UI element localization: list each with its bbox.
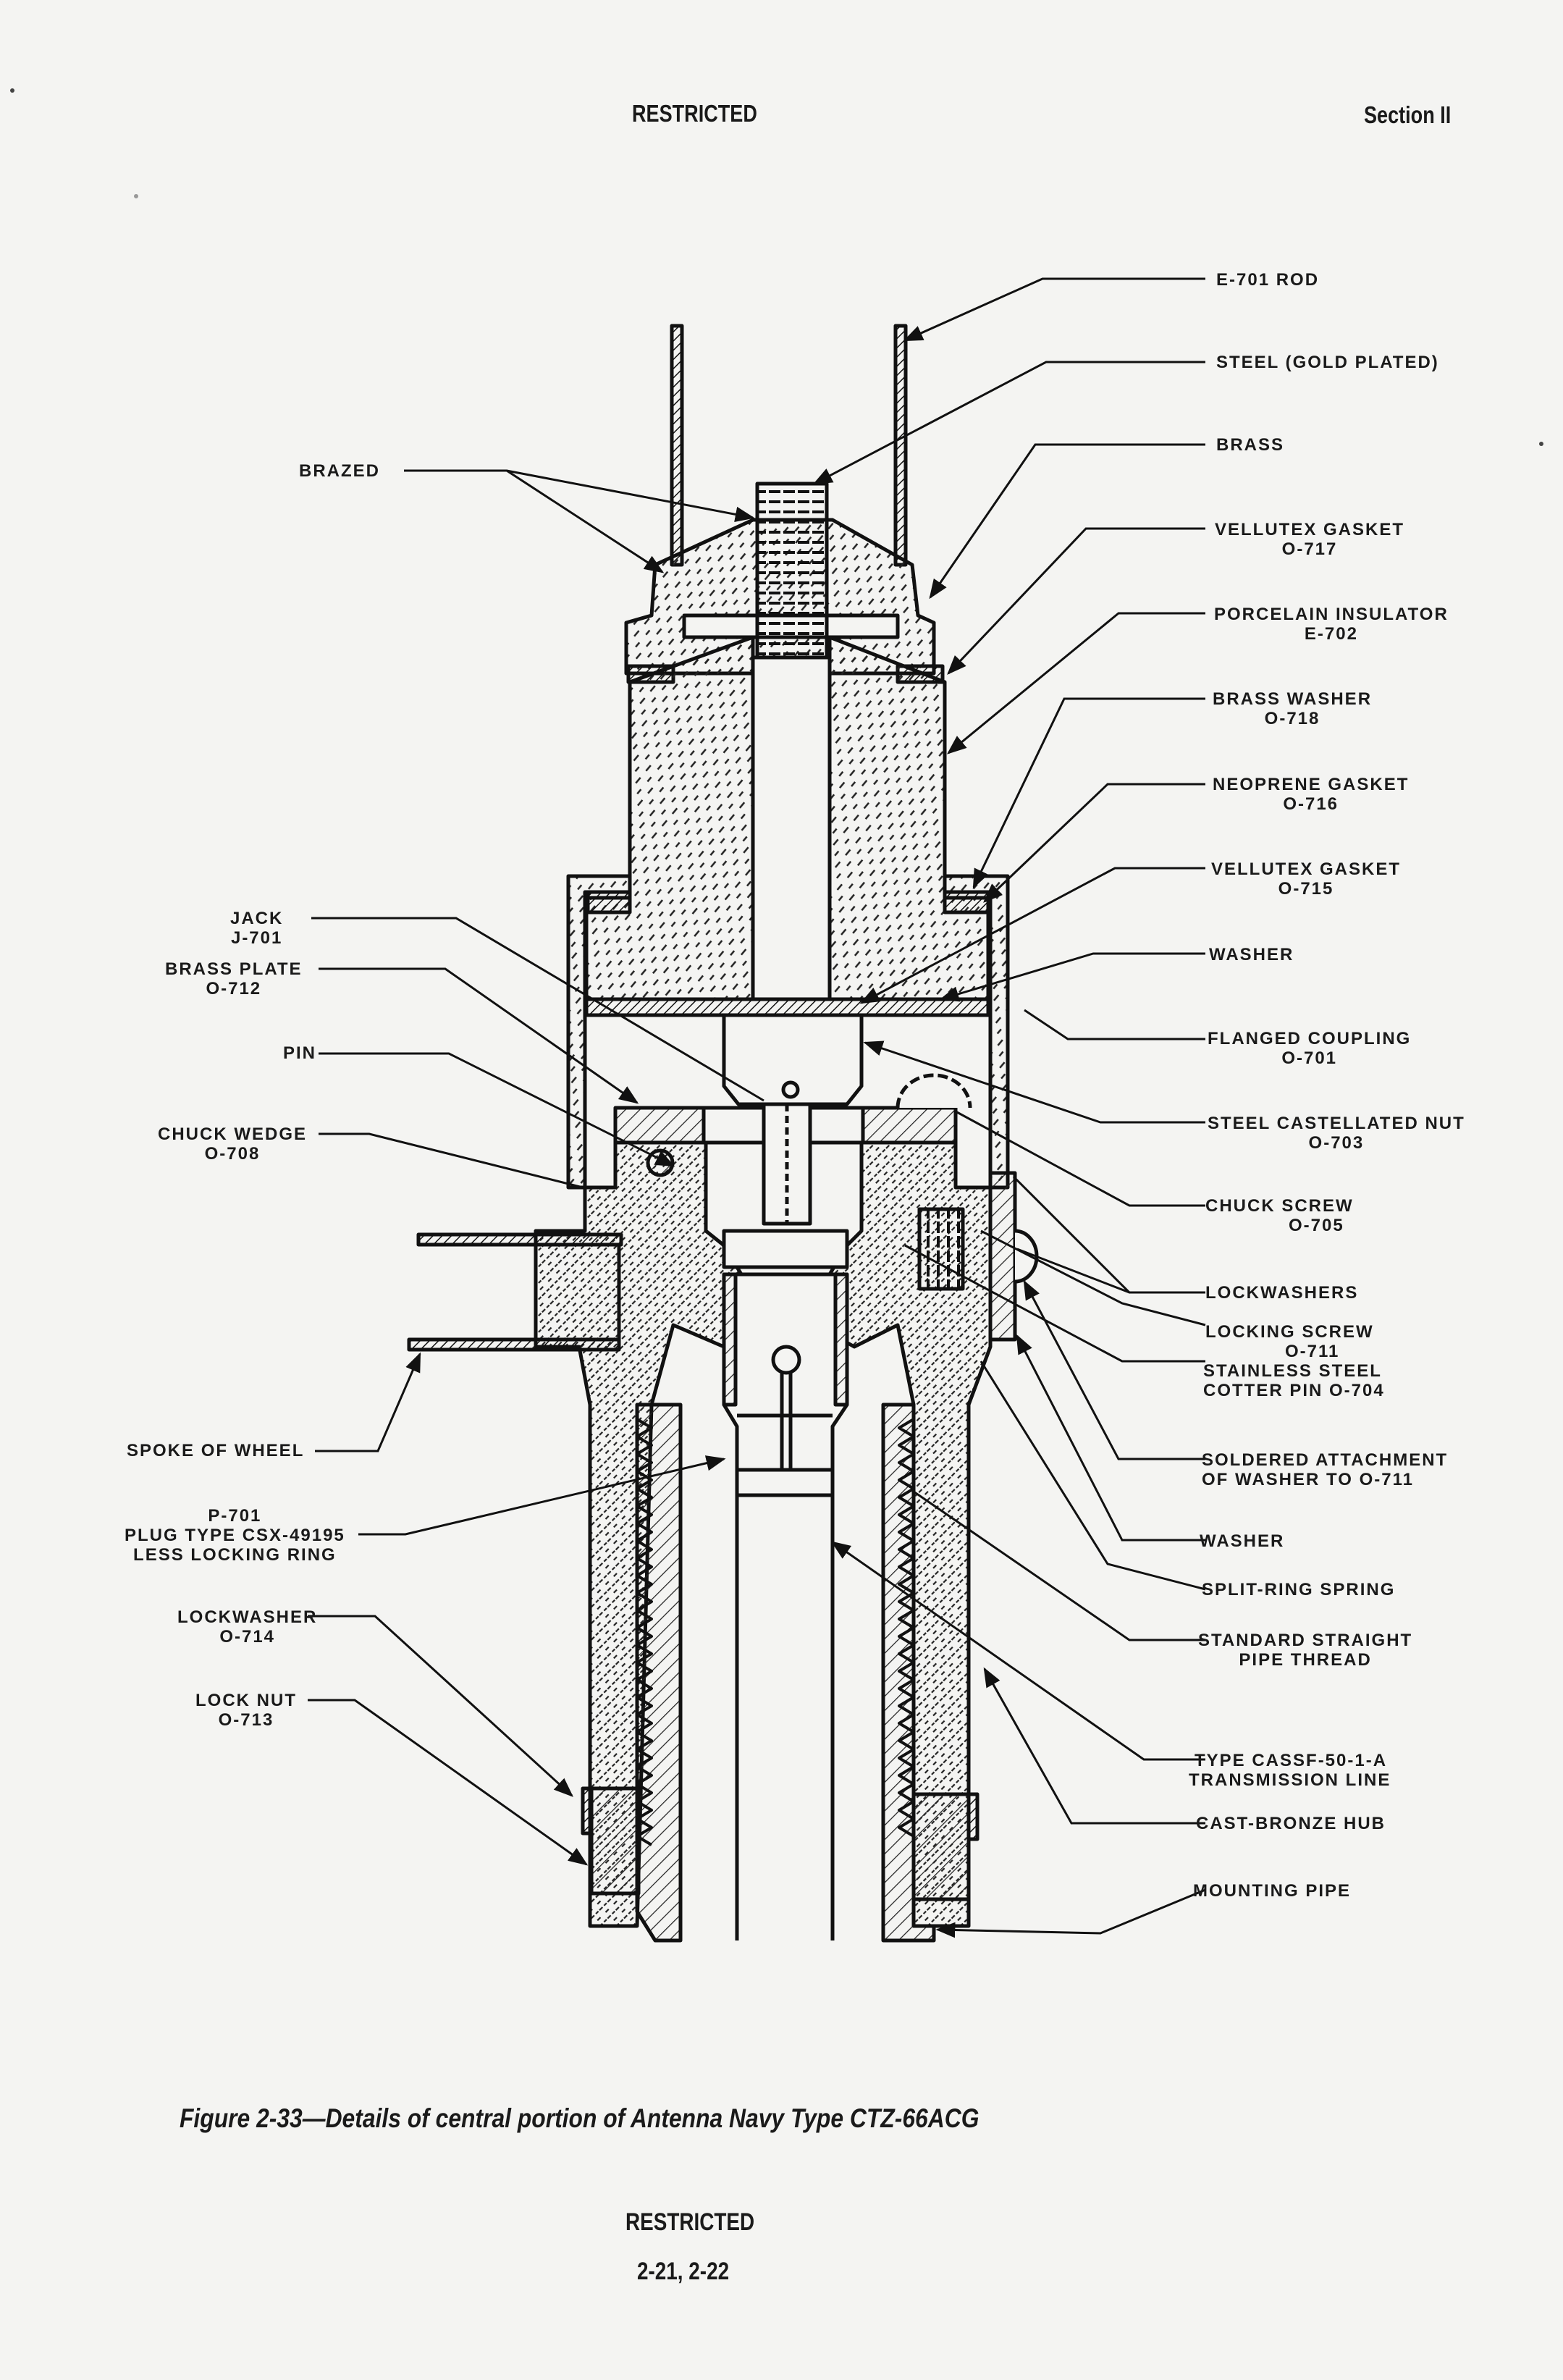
footer-classification: RESTRICTED [625, 2208, 755, 2236]
porcelain-insulator-right [827, 635, 990, 1001]
label-brazed: BRAZED [299, 461, 380, 481]
leader-jack [311, 917, 764, 1102]
leader-vellutex-715 [859, 867, 1205, 1004]
pipe-thread-right [898, 1418, 915, 1838]
neoprene-gasket-right [943, 890, 990, 914]
insulator-bore [751, 655, 832, 1001]
chuck-screw-head [896, 1073, 972, 1109]
leader-steel-castellated-nut [863, 1040, 1205, 1124]
leader-soldered-attachment [1023, 1279, 1205, 1460]
leader-washer-upper [939, 952, 1205, 1002]
leader-neoprene-gasket [983, 783, 1205, 903]
leader-cast-bronze-hub [983, 1667, 1205, 1825]
leader-washer-lower [1016, 1334, 1205, 1542]
leader-cotter-pin [904, 1244, 1205, 1363]
label-washer-lower: WASHER [1200, 1531, 1285, 1551]
mounting-pipe-right [881, 1403, 936, 1943]
label-lockwashers: LOCKWASHERS [1205, 1283, 1359, 1303]
lock-nut-left [589, 1786, 641, 1896]
section-label: Section II [1364, 101, 1452, 128]
label-washer-upper: WASHER [1209, 945, 1294, 964]
brass-washer-plate [584, 997, 990, 1017]
leader-brazed-b [506, 469, 665, 573]
plug-body [722, 1272, 849, 1497]
lock-nut-right [911, 1792, 971, 1901]
plug-body-top [722, 1229, 849, 1269]
flanged-coupling-left [566, 874, 632, 1190]
leader-e701-rod [903, 277, 1205, 342]
leader-spoke-of-wheel [315, 1352, 421, 1452]
page-numbers: 2-21, 2-22 [637, 2258, 730, 2285]
label-cast-bronze-hub: CAST-BRONZE HUB [1196, 1814, 1386, 1833]
label-mounting-pipe: MOUNTING PIPE [1193, 1881, 1352, 1901]
label-pin: PIN [283, 1043, 317, 1063]
header-classification: RESTRICTED [632, 100, 757, 127]
leader-brass-washer [972, 697, 1205, 889]
scan-speck [134, 194, 138, 198]
leader-mounting-pipe [935, 1888, 1206, 1938]
leader-brass-plate [319, 967, 639, 1104]
leader-steel-gold-plated [812, 361, 1205, 485]
leader-lockwashers-b [1016, 1248, 1130, 1294]
pipe-thread-left [636, 1418, 653, 1846]
castellated-nut [722, 1013, 864, 1106]
rod-right-wall [893, 324, 908, 567]
lock-plate [988, 1171, 1017, 1342]
porcelain-insulator-left [584, 635, 755, 1001]
label-spoke-of-wheel: SPOKE OF WHEEL [127, 1441, 305, 1460]
leader-lock-nut [308, 1699, 589, 1866]
leader-plug [358, 1455, 726, 1536]
rod-left-wall [670, 324, 684, 567]
leader-locking-screw [980, 1229, 1206, 1326]
leader-lines [308, 277, 1206, 1938]
leader-chuck-wedge [319, 1132, 584, 1189]
spoke-lower [407, 1337, 621, 1352]
label-brass: BRASS [1216, 435, 1285, 455]
label-split-ring-spring: SPLIT-RING SPRING [1202, 1580, 1396, 1599]
leader-pin [319, 1052, 675, 1167]
label-steel-gold-plated: STEEL (GOLD PLATED) [1216, 353, 1439, 372]
spoke-upper [416, 1232, 623, 1247]
threaded-stud [755, 482, 829, 660]
figure-caption: Figure 2-33—Details of central portion o… [180, 2103, 979, 2133]
leader-porcelain-insulator [946, 612, 1205, 754]
cast-bronze-hub-right [801, 1140, 993, 1928]
scan-speck [1539, 442, 1543, 446]
leader-chuck-screw [955, 1110, 1205, 1207]
leader-lockwasher [308, 1615, 573, 1797]
leader-split-ring-spring [979, 1361, 1206, 1591]
leader-brass [929, 443, 1205, 600]
label-e701-rod: E-701 ROD [1216, 270, 1320, 290]
neoprene-gasket-left [586, 890, 632, 914]
leader-transmission-line [830, 1541, 1205, 1761]
leader-vellutex-717 [947, 527, 1205, 675]
leader-flanged-coupling [1024, 1009, 1205, 1040]
leader-brazed-a [404, 469, 755, 523]
leader-pipe-thread [913, 1490, 1205, 1641]
scan-speck [10, 88, 14, 93]
locking-screw [917, 1207, 965, 1291]
